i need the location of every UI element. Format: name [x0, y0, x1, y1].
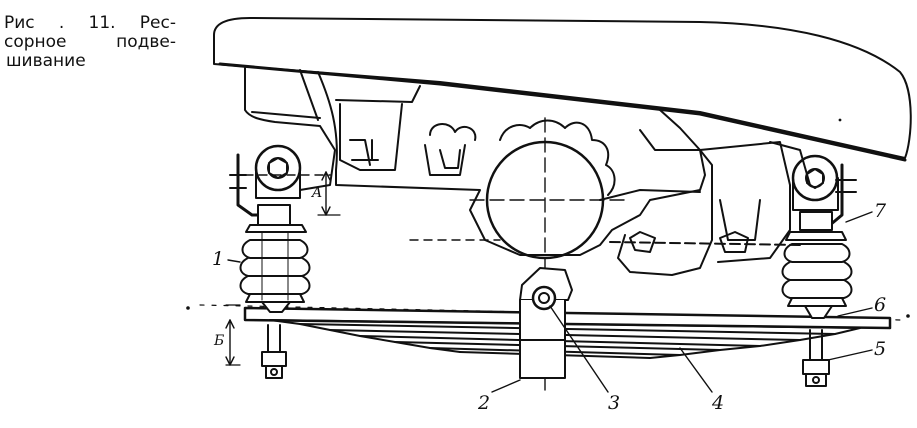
axle-box-housing	[317, 71, 706, 256]
left-shackle-eye	[254, 144, 302, 192]
caption-line-3: шивание	[6, 51, 86, 71]
callout-1: 1	[212, 248, 225, 270]
caption-line-2: сорное подве-	[4, 32, 176, 52]
left-coil-spring	[239, 231, 311, 303]
center-clamp	[519, 267, 573, 379]
callout-5: 5	[874, 338, 887, 360]
frame-beam	[213, 17, 912, 159]
right-bolt	[802, 329, 830, 387]
caption-line-1: Рис . 11. Рес-	[4, 13, 176, 33]
right-shackle-eye	[791, 154, 839, 202]
left-bolt	[261, 324, 287, 379]
dimension-a-label: A	[312, 185, 323, 201]
left-bracket	[244, 67, 336, 191]
callout-6: 6	[874, 294, 887, 316]
dimension-b-label: Б	[214, 333, 225, 349]
right-coil-spring	[781, 243, 853, 307]
figure-caption: Рис . 11. Рес- сорное подве- шивание	[4, 14, 176, 71]
callout-3: 3	[608, 392, 621, 414]
callout-7: 7	[874, 200, 887, 222]
callout-4: 4	[712, 392, 725, 414]
callout-2: 2	[478, 392, 491, 414]
